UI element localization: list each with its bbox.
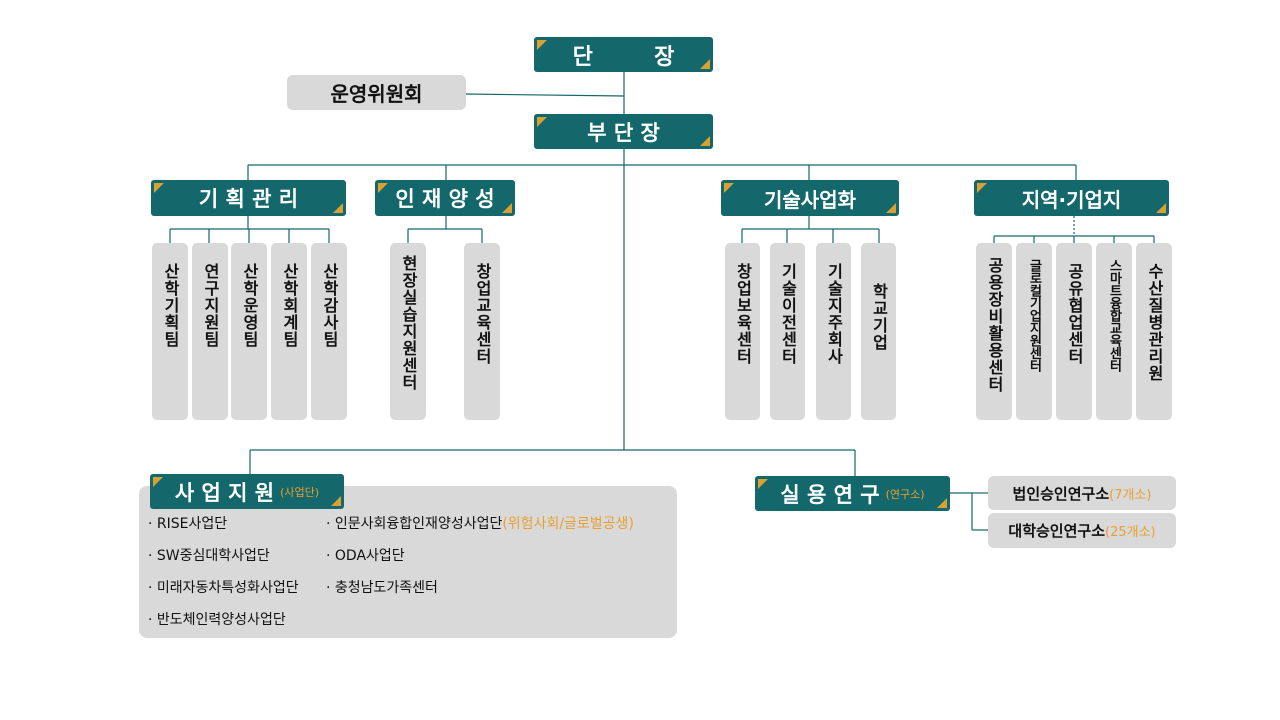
research-institute-note: (7개소)	[1109, 487, 1152, 503]
list-item: · 인문사회융합인재양성사업단(위험사회/글로벌공생)	[326, 508, 634, 540]
team-label: 산학운영팀	[240, 263, 259, 348]
team-column: 기술지주회사	[816, 243, 851, 420]
tech-division-box: 기술사업화	[721, 180, 899, 216]
team-label: 산학기획팀	[161, 263, 180, 348]
team-column: 창업보육센터	[725, 243, 760, 420]
list-item: · SW중심대학사업단	[148, 548, 270, 564]
head-label: 단 장	[572, 44, 675, 70]
team-label: 스마트융합교육센터	[1106, 259, 1122, 372]
team-label: 창업보육센터	[733, 263, 753, 365]
team-column: 산학운영팀	[231, 243, 267, 420]
team-label: 공용장비활용센터	[985, 257, 1004, 393]
list-item: · ODA사업단	[326, 540, 634, 572]
research-division-sub: (연구소)	[885, 487, 925, 501]
deputy-label: 부 단 장	[587, 120, 660, 145]
team-label: 산학회계팀	[280, 263, 299, 348]
list-item: · 미래자동차특성화사업단	[148, 580, 299, 596]
business-division-sub: (사업단)	[280, 485, 320, 499]
research-institute-label: 법인승인연구소	[1012, 484, 1110, 503]
team-column: 수산질병관리원	[1136, 243, 1172, 420]
head-box: 단 장	[534, 37, 713, 72]
team-label: 현장실습지원센터	[399, 255, 418, 391]
committee-label: 운영위원회	[330, 82, 423, 106]
deputy-box: 부 단 장	[534, 114, 713, 149]
team-label: 학교기업	[869, 283, 889, 351]
team-column: 연구지원팀	[192, 243, 228, 420]
team-label: 공유협업센터	[1065, 263, 1084, 365]
team-column: 현장실습지원센터	[390, 243, 426, 420]
talent-division-label: 인 재 양 성	[395, 187, 495, 211]
planning-division-box: 기 획 관 리	[151, 180, 346, 216]
team-column: 스마트융합교육센터	[1096, 243, 1132, 420]
team-column: 학교기업	[861, 243, 896, 420]
research-division-box: 실 용 연 구 (연구소)	[755, 476, 950, 511]
research-division-label: 실 용 연 구	[780, 482, 880, 507]
list-item: · RISE사업단	[148, 516, 228, 532]
team-column: 창업교육센터	[464, 243, 500, 420]
team-label: 기술이전센터	[778, 263, 798, 365]
list-item-text: · 인문사회융합인재양성사업단	[326, 516, 503, 532]
team-column: 산학기획팀	[152, 243, 188, 420]
committee-connector	[464, 93, 625, 97]
team-label: 기술지주회사	[824, 263, 844, 365]
committee-box: 운영위원회	[287, 75, 466, 110]
research-institute-label: 대학승인연구소	[1008, 522, 1105, 540]
team-column: 기술이전센터	[770, 243, 805, 420]
research-institute-box: 법인승인연구소(7개소)	[988, 476, 1176, 510]
team-column: 산학회계팀	[271, 243, 307, 420]
list-item: · 반도체인력양성사업단	[148, 612, 286, 628]
list-item-text: · ODA사업단	[326, 548, 405, 564]
research-institute-note: (25개소)	[1105, 525, 1156, 540]
team-label: 글로컬기업지원센터	[1026, 259, 1042, 372]
business-left-list: · RISE사업단 · SW중심대학사업단 · 미래자동차특성화사업단 · 반도…	[148, 508, 299, 636]
list-item-note: (위험사회/글로벌공생)	[502, 516, 634, 532]
team-label: 연구지원팀	[201, 263, 220, 348]
tech-division-label: 기술사업화	[764, 187, 856, 212]
regional-division-box: 지역·기업지	[974, 180, 1169, 216]
team-label: 산학감사팀	[320, 263, 339, 348]
regional-division-label: 지역·기업지	[1021, 187, 1122, 212]
talent-division-box: 인 재 양 성	[375, 180, 515, 216]
list-item-text: · 충청남도가족센터	[326, 580, 438, 596]
research-institute-box: 대학승인연구소(25개소)	[988, 513, 1176, 548]
team-column: 공용장비활용센터	[976, 243, 1012, 420]
team-label: 창업교육센터	[473, 263, 492, 365]
team-column: 공유협업센터	[1056, 243, 1092, 420]
business-right-list: · 인문사회융합인재양성사업단(위험사회/글로벌공생) · ODA사업단 · 충…	[326, 508, 634, 604]
business-division-label: 사 업 지 원	[174, 480, 275, 505]
team-column: 산학감사팀	[311, 243, 347, 420]
business-panel	[139, 486, 677, 638]
list-item: · 충청남도가족센터	[326, 572, 634, 604]
business-division-box: 사 업 지 원 (사업단)	[150, 474, 344, 509]
team-column: 글로컬기업지원센터	[1016, 243, 1052, 420]
planning-division-label: 기 획 관 리	[198, 187, 299, 211]
team-label: 수산질병관리원	[1145, 263, 1164, 382]
